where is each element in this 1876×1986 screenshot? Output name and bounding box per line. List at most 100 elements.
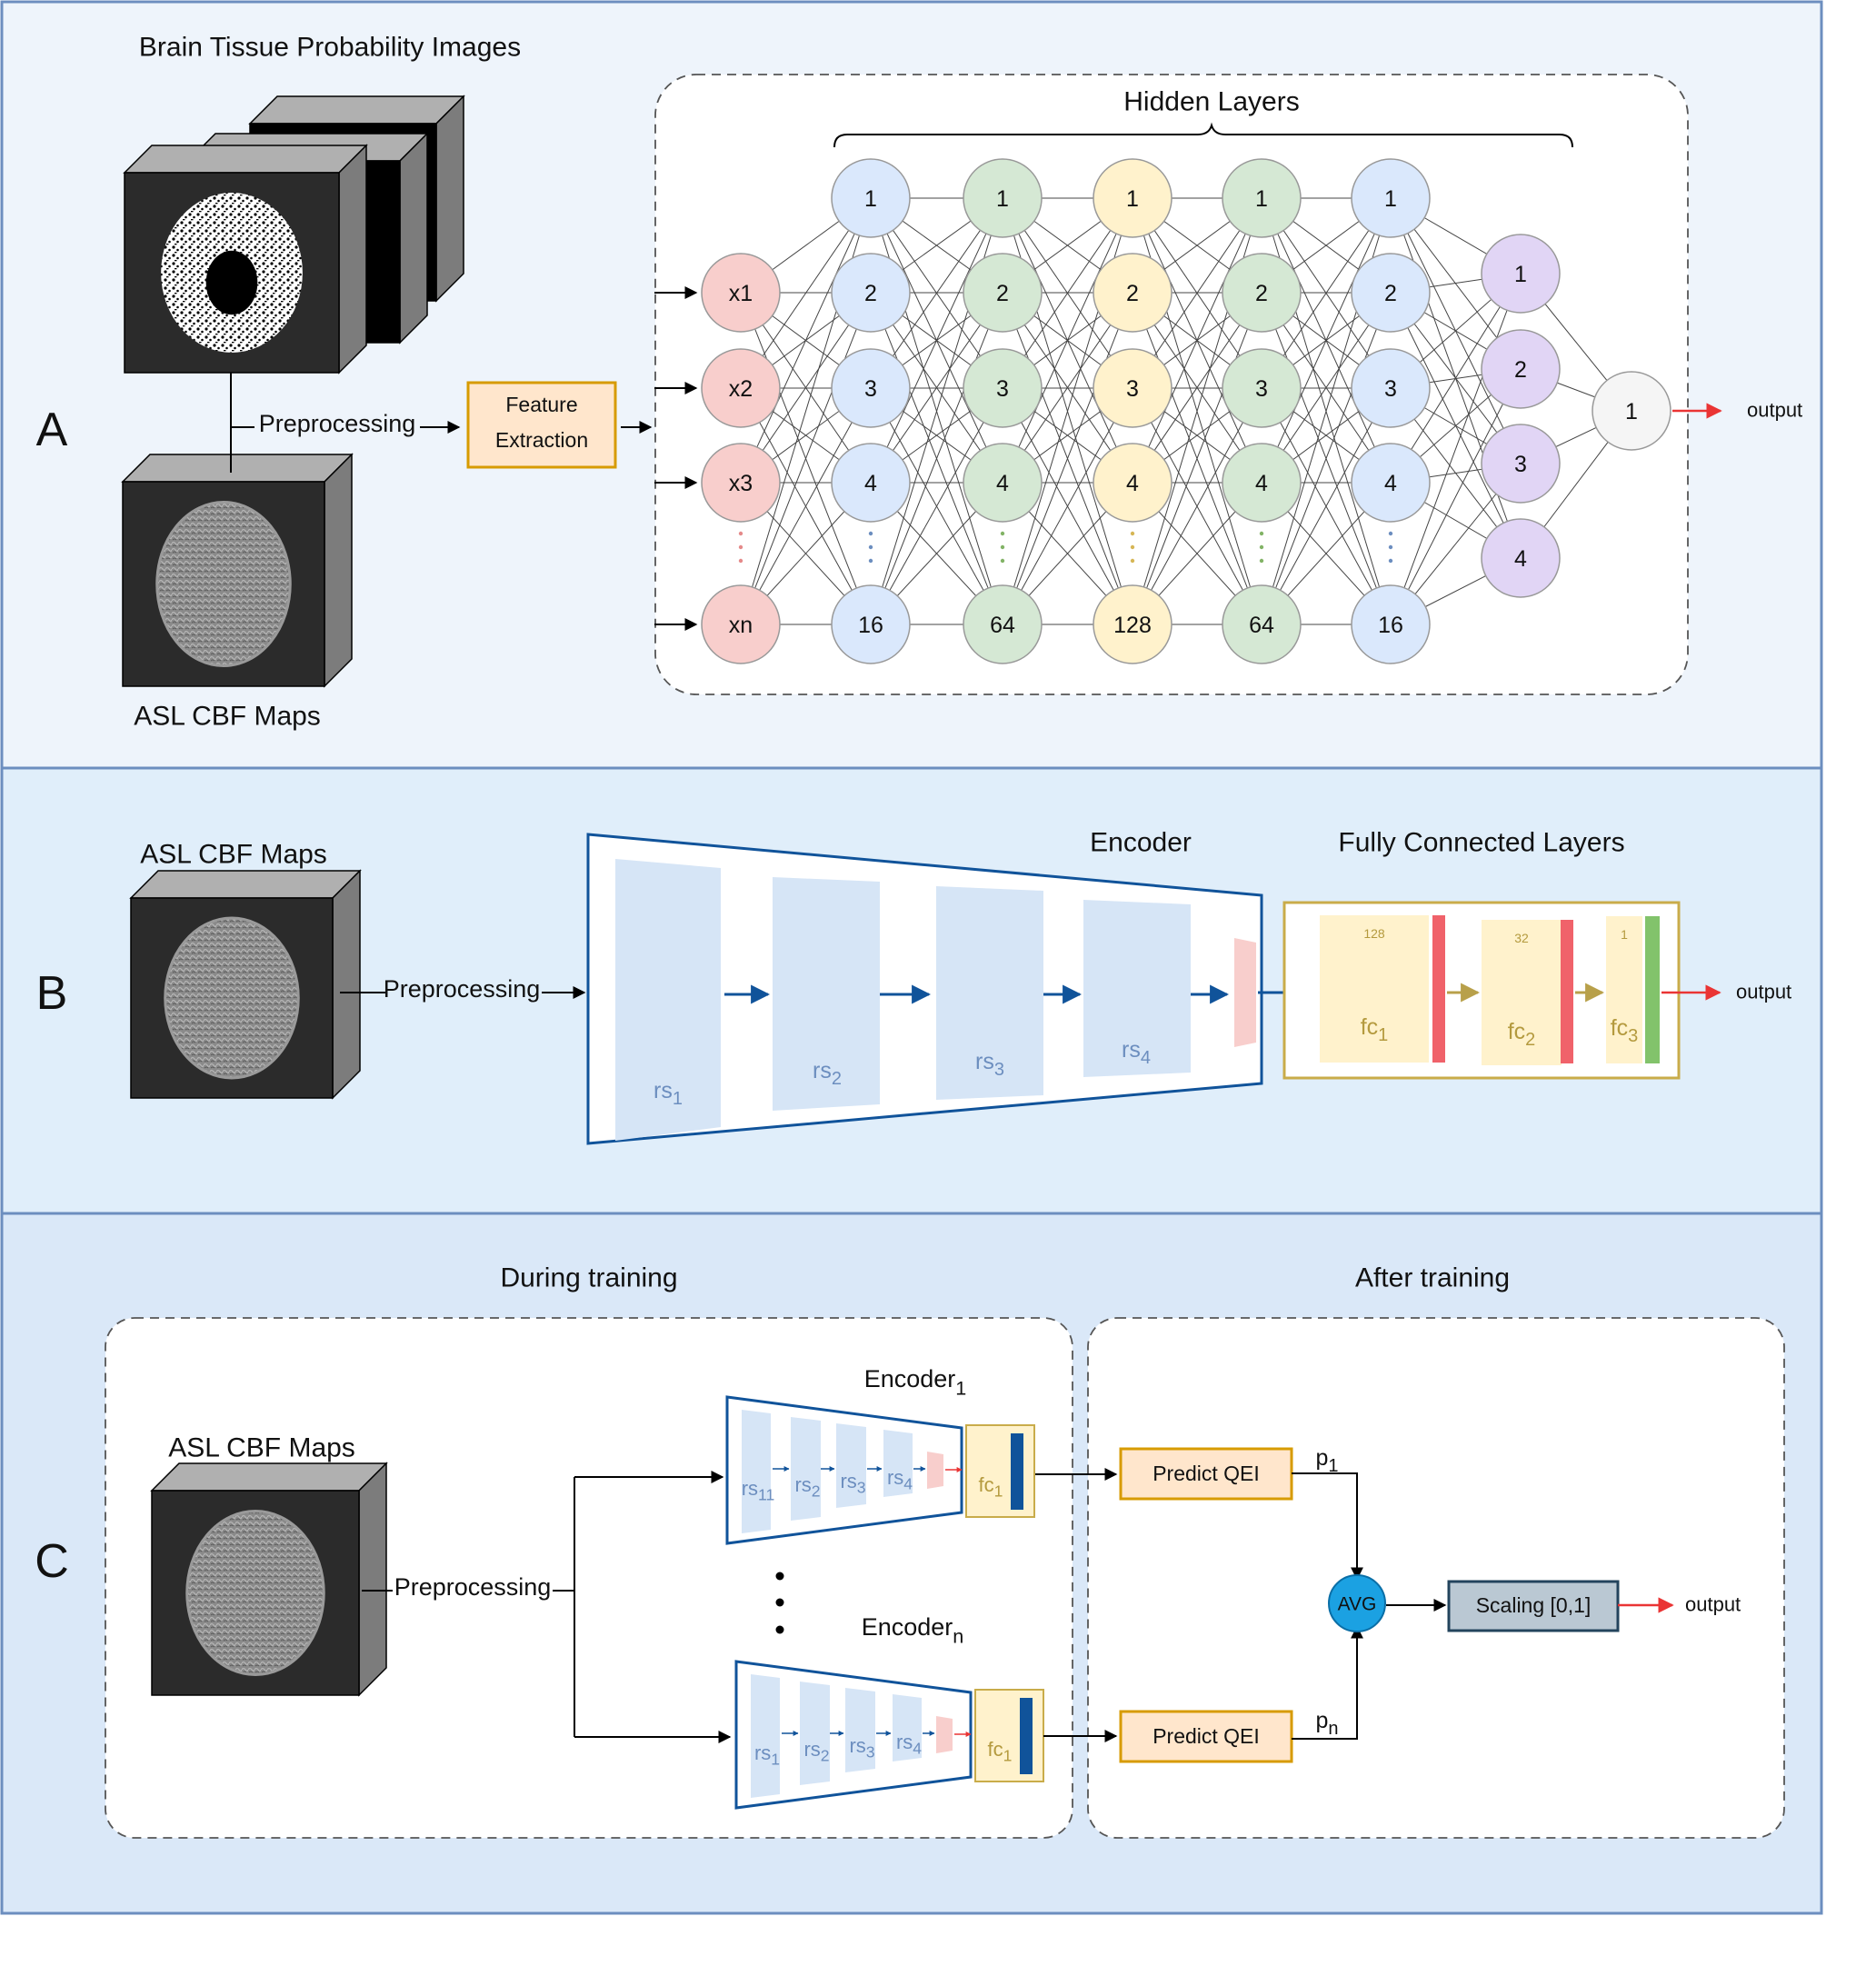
box-top-face: [121, 454, 354, 483]
ellipsis-dot: [738, 531, 743, 536]
avg-node: [1328, 1574, 1386, 1632]
network-edge: [1002, 197, 1133, 484]
network-edge: [1261, 197, 1392, 484]
hidden-node-l5-3-label: 3: [1384, 376, 1397, 402]
residual-stage-3: [936, 886, 1043, 1100]
output-node-circle: [1592, 371, 1671, 451]
network-edge: [740, 197, 872, 484]
mini-residual-label-3: rs3: [840, 1470, 865, 1497]
mini-residual-label-4: rs4: [896, 1731, 922, 1758]
cbf-label-b: ASL CBF Maps: [140, 840, 327, 870]
hidden-node-l5-3-circle: [1351, 348, 1431, 428]
ellipsis-dot: [868, 558, 873, 564]
residual-stage-label-2: rs2: [813, 1058, 842, 1089]
hidden-node-l4-4-label: 4: [1255, 471, 1268, 496]
mini-fc-bar: [1020, 1698, 1033, 1774]
hidden-node-l4-3-label: 3: [1255, 376, 1268, 402]
hidden-node-l4-64-label: 64: [1249, 613, 1274, 638]
cbf-brain-slice: [186, 1511, 324, 1675]
hidden-node-l1-2-circle: [831, 253, 911, 333]
fc-size-label-3: 1: [1621, 927, 1628, 942]
fc-layer-2: [1482, 920, 1562, 1065]
ellipsis-dot: [1000, 558, 1005, 564]
hidden-node-l1-16-label: 16: [858, 613, 883, 638]
hidden-node-l2-2-label: 2: [996, 281, 1009, 306]
hidden-node-l5-4-circle: [1351, 443, 1431, 523]
tissue-images-label: Brain Tissue Probability Images: [139, 33, 521, 63]
network-edge: [870, 387, 1003, 625]
tissue-ventricle: [205, 250, 258, 315]
box-side-face: [338, 144, 367, 374]
cbf-brain-outline: [185, 1510, 325, 1676]
ellipsis-dot: [738, 558, 743, 564]
final-node-2-circle: [1481, 329, 1561, 409]
mini-bottleneck: [936, 1716, 953, 1753]
input-node-x1-label: x1: [729, 281, 753, 306]
cbf-map-a: [121, 453, 354, 688]
p1-label: p1: [1315, 1445, 1338, 1476]
output-label-b: output: [1736, 981, 1791, 1003]
network-edge: [1390, 368, 1522, 625]
encoder-bottleneck: [1234, 938, 1256, 1047]
panel-letter-b: B: [36, 967, 68, 1020]
mini-fc-bar: [1011, 1433, 1023, 1510]
network-edge: [1261, 387, 1392, 625]
vertical-ellipsis-dot: [775, 1598, 784, 1607]
input-node-x2-circle: [701, 348, 781, 428]
hidden-node-l4-2-circle: [1222, 253, 1302, 333]
final-node-4-label: 4: [1514, 546, 1527, 572]
cbf-brain-outline: [164, 916, 300, 1080]
network-edge: [1132, 197, 1262, 484]
hidden-node-l3-3-label: 3: [1126, 376, 1139, 402]
box-top-face: [150, 1462, 388, 1492]
ellipsis-dot: [1388, 558, 1393, 564]
hidden-node-l5-2-label: 2: [1384, 281, 1397, 306]
hidden-node-l4-64-circle: [1222, 584, 1302, 664]
hidden-node-l1-2-label: 2: [864, 281, 877, 306]
mini-bottleneck: [927, 1452, 943, 1489]
mini-residual-stage-4: [883, 1430, 913, 1497]
box-side-face: [324, 453, 353, 688]
fc-activation-bar-2: [1561, 920, 1573, 1063]
fc-name-label-2: fc2: [1508, 1019, 1536, 1050]
network-edge: [1261, 292, 1392, 625]
hidden-node-l2-1-label: 1: [996, 186, 1009, 212]
mini-residual-stage-1: [751, 1674, 780, 1798]
mini-fc-label: fc1: [979, 1473, 1003, 1501]
network-edge: [1132, 292, 1262, 625]
hidden-node-l1-16-circle: [831, 584, 911, 664]
box-side-face: [435, 95, 464, 303]
mini-residual-stage-3: [845, 1688, 875, 1772]
fc-size-label-2: 32: [1514, 931, 1529, 945]
cbf-map-c: [150, 1462, 388, 1697]
feature-extraction-label-1: Feature: [505, 393, 577, 416]
pn-label: pn: [1315, 1708, 1338, 1739]
output-label-c: output: [1685, 1593, 1741, 1616]
hidden-node-l4-1-circle: [1222, 158, 1302, 238]
panel-letter-c: C: [35, 1535, 69, 1588]
hidden-node-l2-64-circle: [963, 584, 1043, 664]
residual-stage-2: [773, 877, 880, 1111]
avg-label: AVG: [1338, 1594, 1377, 1615]
hidden-node-l4-3-circle: [1222, 348, 1302, 428]
hidden-node-l3-1-label: 1: [1126, 186, 1139, 212]
hidden-layers-brace: [833, 122, 1573, 148]
hidden-node-l2-4-label: 4: [996, 471, 1009, 496]
fc-activation-bar-1: [1432, 915, 1445, 1063]
network-edge: [1390, 273, 1522, 484]
cbf-brain-outline: [155, 501, 292, 667]
fc-activation-bar-3: [1645, 916, 1660, 1063]
ellipsis-dot: [1130, 558, 1135, 564]
box-top-face: [129, 870, 362, 899]
hidden-node-l1-1-circle: [831, 158, 911, 238]
network-edge: [1390, 273, 1522, 625]
input-node-xn-label: xn: [729, 613, 753, 638]
during-training-label: During training: [500, 1263, 677, 1293]
mini-fc-layer: [965, 1424, 1035, 1518]
hidden-node-l5-1-label: 1: [1384, 186, 1397, 212]
